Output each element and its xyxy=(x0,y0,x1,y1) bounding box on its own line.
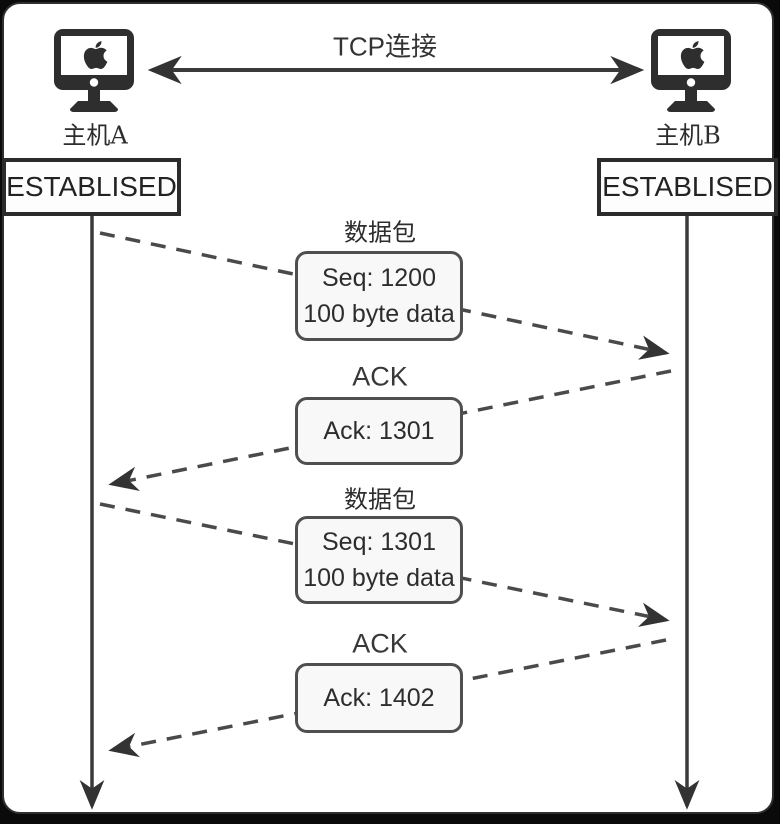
host-b-state-badge: ESTABLISED xyxy=(597,158,778,216)
message-3-line-1: Seq: 1301 xyxy=(322,528,436,556)
message-1-line-2: 100 byte data xyxy=(303,300,455,328)
message-1-line-1: Seq: 1200 xyxy=(322,264,436,292)
apple-logo-icon xyxy=(83,41,108,70)
message-4-title: ACK xyxy=(352,628,408,659)
host-a-state-badge: ESTABLISED xyxy=(2,158,181,216)
message-4-line-1: Ack: 1402 xyxy=(323,684,435,712)
message-3-box: Seq: 1301 100 byte data xyxy=(295,516,463,604)
apple-logo-icon xyxy=(680,41,705,70)
message-arrow-ack-1402 xyxy=(108,638,667,758)
message-3-line-2: 100 byte data xyxy=(303,564,455,592)
host-b-state-text: ESTABLISED xyxy=(602,171,773,202)
tcp-connection-label: TCP连接 xyxy=(332,31,438,62)
message-4-box: Ack: 1402 xyxy=(295,663,463,733)
message-arrow-ack-1301 xyxy=(108,369,672,491)
host-b-name: 主机B xyxy=(655,121,721,150)
message-2-title: ACK xyxy=(352,361,408,392)
message-1-title: 数据包 xyxy=(344,218,416,247)
message-2-box: Ack: 1301 xyxy=(295,397,463,465)
host-b-computer-icon xyxy=(651,29,731,112)
message-1-box: Seq: 1200 100 byte data xyxy=(295,251,463,341)
host-a-state-text: ESTABLISED xyxy=(6,171,177,202)
host-a-name: 主机A xyxy=(62,121,128,150)
host-a-computer-icon xyxy=(54,29,134,112)
message-3-title: 数据包 xyxy=(344,485,416,514)
message-2-line-1: Ack: 1301 xyxy=(323,417,435,445)
